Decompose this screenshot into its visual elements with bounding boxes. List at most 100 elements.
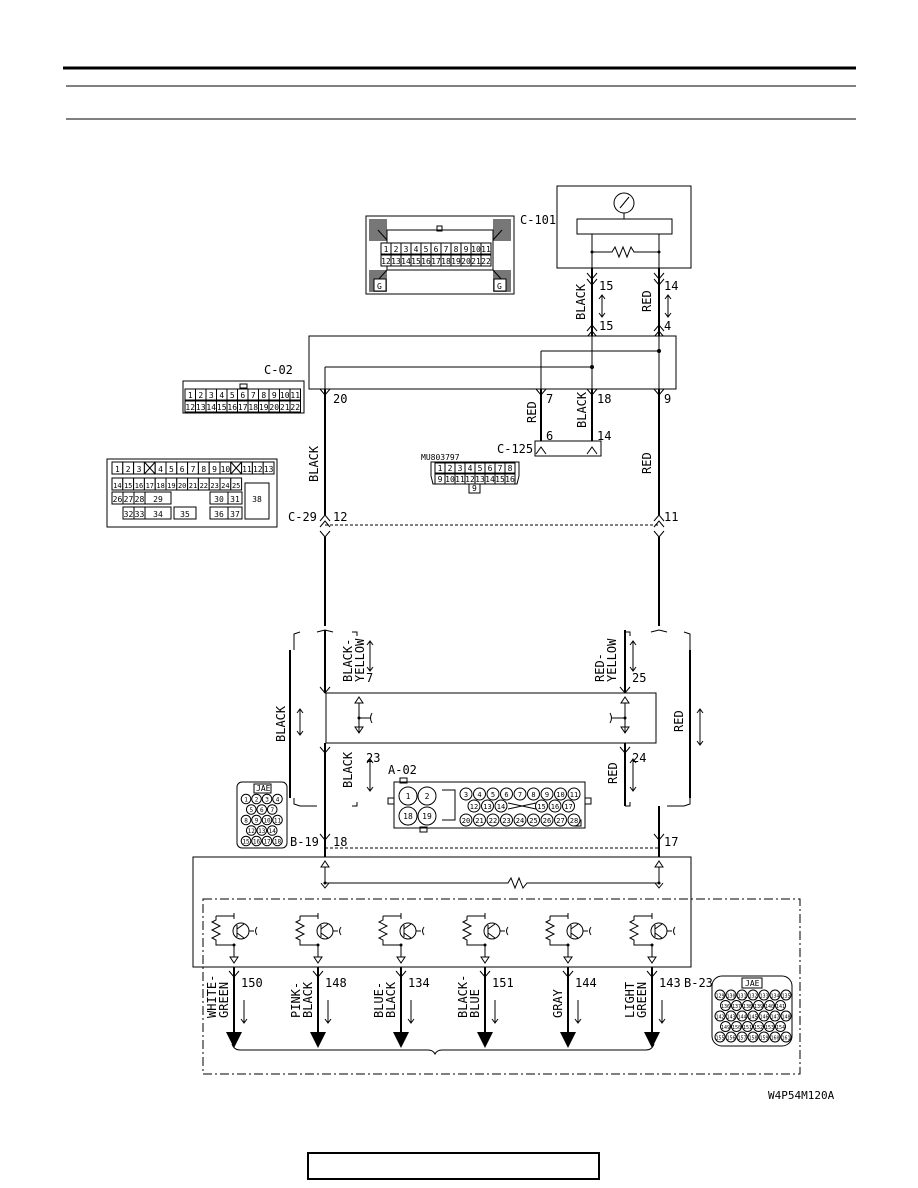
gauge-component bbox=[556, 185, 692, 269]
pin-cell bbox=[480, 254, 492, 267]
pin-number: 37 bbox=[230, 510, 240, 519]
c101-label: C-101 bbox=[520, 213, 556, 227]
pin-number: 10 bbox=[445, 475, 455, 484]
pin-number: 3 bbox=[404, 245, 409, 254]
c101-g-right: G bbox=[497, 282, 502, 291]
pin-cell bbox=[500, 813, 513, 827]
pin-cell bbox=[230, 477, 243, 491]
pin-number: 4 bbox=[468, 464, 473, 473]
pin-cell bbox=[398, 806, 418, 826]
pin-number: 32 bbox=[124, 510, 134, 519]
pin-cell bbox=[244, 482, 270, 520]
pin-151: 151 bbox=[492, 976, 514, 990]
pin-number: 21 bbox=[280, 403, 290, 412]
pin-number: 3 bbox=[265, 797, 269, 804]
pin-cell bbox=[725, 1031, 737, 1043]
pin-number: 34 bbox=[153, 510, 163, 519]
pin-cell bbox=[548, 799, 562, 813]
pin-143: 143 bbox=[659, 976, 681, 990]
pin-cell bbox=[398, 786, 418, 806]
pin-number: 18 bbox=[441, 257, 451, 266]
pin-number: 145 bbox=[748, 1015, 757, 1021]
footer-page-box bbox=[307, 1152, 600, 1180]
pin-number: 22 bbox=[290, 403, 300, 412]
pin-cell bbox=[714, 1031, 726, 1043]
pin-number: 11 bbox=[570, 791, 578, 799]
pin-cell bbox=[494, 799, 508, 813]
wire-black-yellow-line1: BLACK- bbox=[341, 639, 355, 682]
pin-number: 17 bbox=[146, 482, 154, 490]
pin-number: 157 bbox=[737, 1036, 746, 1042]
pin-cell bbox=[504, 462, 516, 474]
pin-number: 21 bbox=[475, 817, 483, 825]
pin-number: 154 bbox=[776, 1025, 785, 1031]
pin-number: 144 bbox=[737, 1015, 746, 1021]
pin-24: 24 bbox=[632, 751, 646, 765]
pin-cell bbox=[245, 804, 257, 815]
pin-number: 7 bbox=[191, 465, 196, 474]
c101-g-left: G bbox=[377, 282, 382, 291]
pin-number: 158 bbox=[748, 1036, 757, 1042]
gauge-wires bbox=[586, 268, 672, 338]
pin-number: 138 bbox=[743, 1004, 752, 1010]
pin-cell bbox=[753, 1000, 764, 1011]
pin-cell bbox=[240, 793, 252, 805]
pin-number: 16 bbox=[253, 839, 261, 846]
pin-number: 129 bbox=[715, 994, 724, 1000]
pin-number: 4 bbox=[477, 791, 481, 799]
pin-number: 10 bbox=[556, 791, 564, 799]
transistor-stage bbox=[294, 913, 342, 964]
pin-25: 25 bbox=[632, 671, 646, 685]
pin-number: 22 bbox=[200, 482, 208, 490]
pin-number: 2 bbox=[425, 792, 430, 801]
pin-cell bbox=[513, 787, 527, 801]
pin-number: 2 bbox=[394, 245, 399, 254]
pin-number: 5 bbox=[478, 464, 483, 473]
b19-jae-label: JAE bbox=[256, 784, 271, 793]
pin-cell bbox=[272, 835, 283, 847]
header-rules bbox=[63, 66, 856, 120]
pin-number: 9 bbox=[464, 245, 469, 254]
pin-number: 135 bbox=[781, 994, 790, 1000]
pin-number: 27 bbox=[556, 817, 564, 825]
c29-junction bbox=[319, 514, 665, 626]
pin-number: 19 bbox=[167, 482, 175, 490]
pin-number: 31 bbox=[230, 495, 240, 504]
pin-number: 6 bbox=[180, 465, 185, 474]
wire-red-right-bracket: RED bbox=[672, 710, 686, 732]
pin-number: 15 bbox=[242, 839, 250, 846]
pin-number: 12 bbox=[248, 828, 256, 835]
pin-number: 131 bbox=[737, 994, 746, 1000]
wire-red-gauge: RED bbox=[640, 290, 654, 312]
pin-18-b19: 18 bbox=[333, 835, 347, 849]
pin-number: 20 bbox=[462, 817, 470, 825]
pin-number: 6 bbox=[260, 807, 264, 814]
pin-number: 12 bbox=[253, 465, 263, 474]
pin-number: 7 bbox=[518, 791, 522, 799]
middle-module-output bbox=[319, 743, 637, 806]
wire-black-gauge: BLACK bbox=[574, 283, 588, 320]
pin-number: 38 bbox=[252, 495, 262, 504]
pin-number: 21 bbox=[189, 482, 197, 490]
pin-cell bbox=[769, 989, 781, 1001]
pin-number: 21 bbox=[471, 257, 481, 266]
pin-number: 24 bbox=[221, 482, 229, 490]
pin-number: 8 bbox=[201, 465, 206, 474]
pin-cell bbox=[747, 989, 759, 1001]
pin-cell bbox=[417, 806, 437, 826]
pin-cell bbox=[500, 787, 513, 801]
transistor-stage bbox=[544, 913, 592, 964]
pin-cell bbox=[758, 989, 770, 1001]
pin-number: 17 bbox=[263, 839, 271, 846]
pin-cell bbox=[289, 388, 301, 401]
pin-number: 6 bbox=[240, 391, 245, 400]
pin-cell bbox=[504, 473, 516, 485]
pin-number: 16 bbox=[227, 403, 237, 412]
pin-number: 14 bbox=[206, 403, 216, 412]
c02-label: C-02 bbox=[264, 363, 293, 377]
bracket-region bbox=[289, 629, 704, 807]
pin-12: 12 bbox=[333, 510, 347, 524]
wire-black-c02-left: BLACK bbox=[307, 445, 321, 482]
